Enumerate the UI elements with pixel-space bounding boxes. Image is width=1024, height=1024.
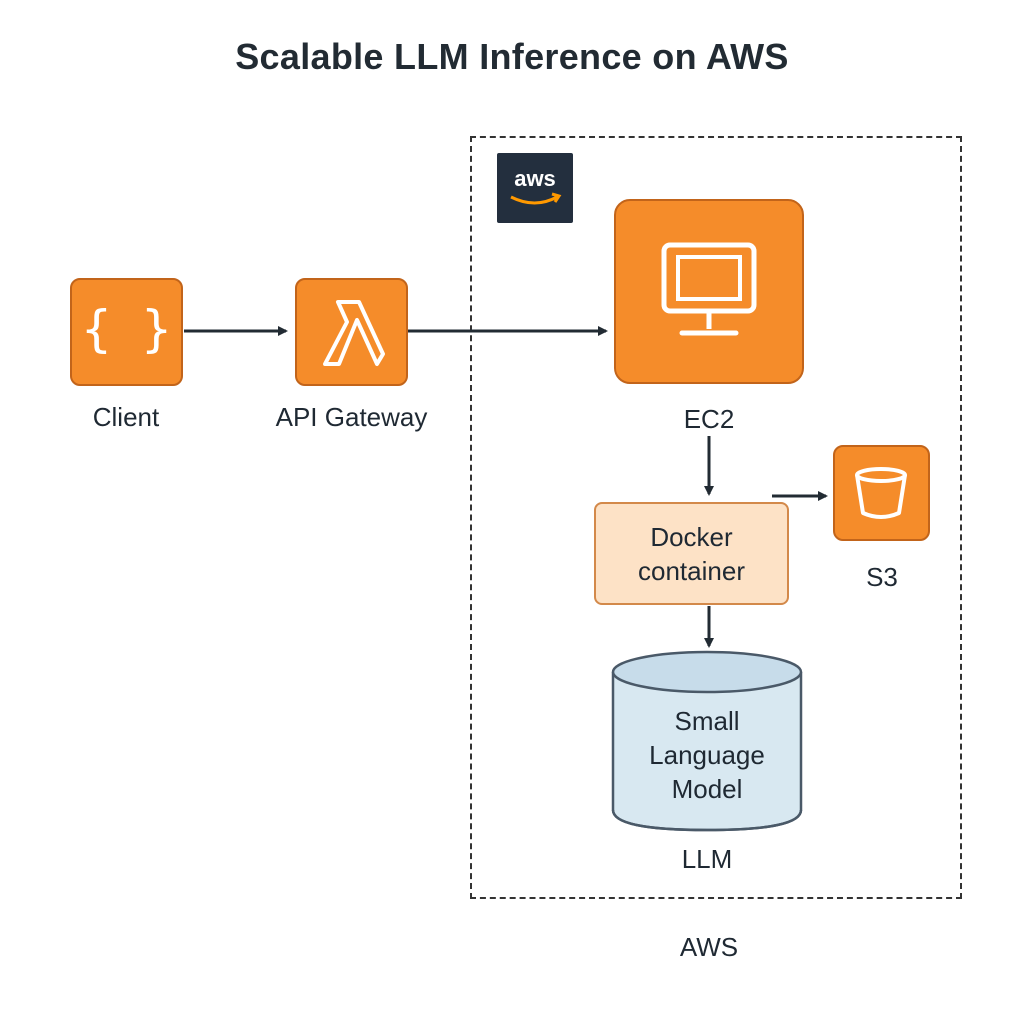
diagram-title: Scalable LLM Inference on AWS <box>235 36 789 77</box>
docker-container-label: Docker container <box>594 520 789 588</box>
aws-logo: aws <box>497 153 573 223</box>
braces-icon: { } <box>81 300 172 358</box>
llm-text-line2: Language <box>649 740 765 770</box>
aws-logo-text: aws <box>514 166 556 191</box>
llm-cylinder[interactable] <box>611 650 803 832</box>
api-gateway-node[interactable] <box>295 278 408 386</box>
llm-text-line1: Small <box>674 706 740 736</box>
ec2-label: EC2 <box>683 404 735 434</box>
aws-region-boundary <box>470 136 962 899</box>
client-label: Client <box>92 402 160 432</box>
s3-label: S3 <box>866 562 898 592</box>
docker-label-line1: Docker <box>650 522 733 552</box>
lambda-icon <box>323 300 385 366</box>
llm-text-line3: Model <box>671 774 743 804</box>
ec2-node[interactable] <box>614 199 804 384</box>
aws-region-label: AWS <box>679 932 739 962</box>
llm-cylinder-text: Small Language Model <box>612 704 802 806</box>
aws-smile-icon <box>510 192 562 205</box>
docker-container-node[interactable] <box>594 502 789 605</box>
s3-node[interactable] <box>833 445 930 541</box>
client-node[interactable]: { } <box>70 278 183 386</box>
llm-label: LLM <box>681 844 733 874</box>
api-gateway-label: API Gateway <box>275 402 428 432</box>
bucket-icon <box>855 467 907 519</box>
monitor-icon <box>661 242 757 336</box>
docker-label-line2: container <box>638 556 745 586</box>
